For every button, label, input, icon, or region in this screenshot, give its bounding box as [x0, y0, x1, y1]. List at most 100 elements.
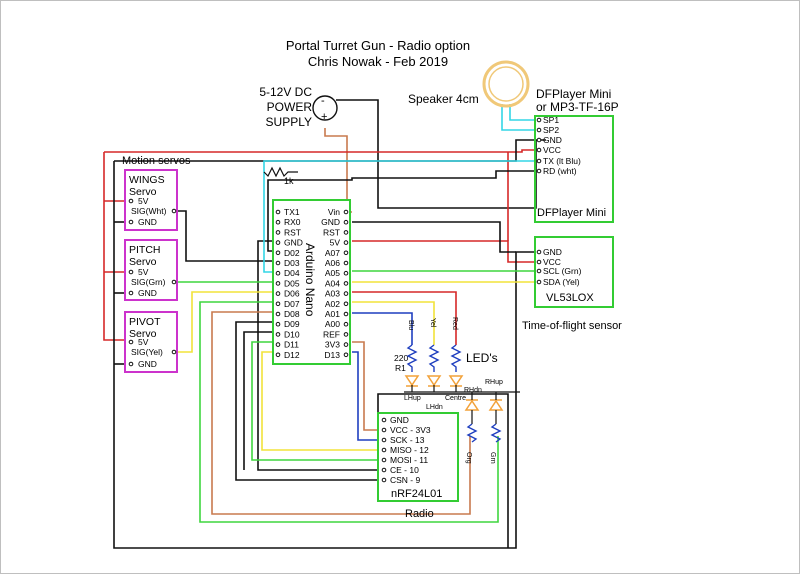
arduino-pin-rx0: RX0	[284, 217, 301, 227]
led-label-centre: Centre	[445, 395, 466, 402]
tof-sensor: GND VCC SCL (Grn) SDA (Yel) VL53LOX Time…	[522, 236, 622, 332]
arduino-pin-gnd-r: GND	[321, 217, 340, 227]
speaker: Speaker 4cm	[408, 60, 530, 108]
arduino-pin-a07-r-dot	[343, 250, 349, 256]
led-lhup-icon	[404, 375, 420, 387]
arduino-pin-d11-dot	[275, 342, 281, 347]
resistor-blue-icon	[406, 344, 418, 372]
radio-pin-1-dot	[381, 427, 387, 433]
wire-radio-mosi	[251, 341, 380, 461]
arduino-pin-d07-dot	[275, 301, 281, 307]
radio-pin-2: SCK - 13	[390, 435, 425, 445]
led-rhup-icon	[488, 399, 504, 411]
arduino-pin-d12-dot	[275, 352, 281, 358]
servo-pitch-pin-sig: SIG(Grn)	[131, 277, 166, 287]
wire-radio-ce	[243, 331, 275, 470]
arduino-pin-d10-dot	[275, 332, 281, 337]
servo-pitch: PITCH Servo 5V SIG(Grn) GND	[124, 239, 178, 301]
radio-pin-4-dot	[381, 457, 387, 463]
wire-led-yellow	[352, 301, 435, 345]
servo-wings-sub: Servo	[129, 186, 157, 198]
arduino-pin-a04-r-dot	[343, 281, 349, 286]
led-title: LED's	[466, 351, 498, 365]
wire-gnd-arduino	[352, 221, 516, 253]
wires	[103, 99, 546, 549]
servo-wings-pin-gnd: GND	[138, 217, 157, 227]
arduino-pin-d04: D04	[284, 268, 300, 278]
led-lhdn-icon	[426, 375, 442, 387]
led-label-rhdn: RHdn	[464, 387, 482, 394]
servo-pitch-pin-5v: 5V	[138, 267, 149, 277]
wire-led-blue	[352, 312, 413, 345]
arduino-pin-vin-r-dot	[343, 209, 349, 215]
arduino-pin-d09-dot	[275, 321, 281, 327]
wire-5v-rail-left	[103, 152, 128, 341]
servo-wings-pin-sig: SIG(Wht)	[131, 206, 167, 216]
power-label-3: SUPPLY	[266, 115, 312, 129]
radio-pin-3: MISO - 12	[390, 445, 429, 455]
radio-pin-6: CSN - 9	[390, 475, 421, 485]
arduino-pin-d06: D06	[284, 289, 300, 299]
arduino-pin-gnd: GND	[284, 238, 303, 248]
wire-power-negative	[336, 99, 546, 209]
wire-radio-vcc	[352, 341, 380, 431]
arduino-pin-d02-dot	[275, 250, 281, 256]
radio-pin-1: VCC - 3V3	[390, 425, 431, 435]
dfplayer-module: DFPlayer Mini or MP3-TF-16P DFPlayer Min…	[534, 87, 619, 223]
led-group: Blu Yel Red LED's 220 R1 LHup LHdn Centr…	[394, 317, 504, 464]
resistor-green-icon	[490, 423, 502, 443]
dfplayer-title: DFPlayer Mini	[537, 207, 606, 219]
servo-pivot-sub: Servo	[129, 328, 157, 340]
power-label-2: POWER	[267, 100, 313, 114]
servo-wings: WINGS Servo 5V SIG(Wht) GND	[124, 169, 178, 231]
wire-wings-signal	[178, 210, 275, 262]
wire-dfplayer-rd	[267, 170, 535, 252]
servo-pivot-pin-sig: SIG(Yel)	[131, 347, 163, 357]
resistor-yellow-icon	[428, 344, 440, 372]
resistor-red-icon	[450, 344, 462, 372]
power-plus: +	[321, 111, 327, 123]
radio-pin-0-dot	[381, 417, 387, 423]
arduino-pin-5v-r: 5V	[330, 238, 341, 248]
arduino-pin-a06-r-dot	[343, 260, 349, 266]
tof-caption: Time-of-flight sensor	[522, 320, 622, 332]
arduino-pin-ref-r-dot	[343, 332, 349, 337]
wire-d07	[199, 301, 499, 523]
arduino-pin-a05-r: A05	[325, 268, 340, 278]
servo-pivot-box	[124, 311, 178, 373]
radio-pin-0: GND	[390, 415, 409, 425]
wire-radio-miso	[261, 351, 380, 451]
wire-dfplayer-tx	[263, 160, 535, 273]
arduino-pin-rst: RST	[284, 227, 301, 237]
radio-pin-2-dot	[381, 437, 387, 443]
power-supply: 5-12V DC POWER SUPPLY - +	[259, 85, 338, 129]
title-line-2: Chris Nowak - Feb 2019	[308, 54, 448, 69]
led-wire-label-grn: Grn	[489, 452, 496, 464]
led-wire-label-red: Red	[451, 317, 458, 330]
arduino-pin-d03: D03	[284, 258, 300, 268]
arduino-pin-rst-r: RST	[323, 227, 340, 237]
arduino-nano: Arduino Nano TX1RX0RSTGNDD02D03D04D05D06…	[272, 199, 351, 365]
arduino-pin-3v3-r-dot	[343, 342, 349, 347]
arduino-pin-vin-r: Vin	[328, 207, 340, 217]
arduino-pin-a05-r-dot	[343, 270, 349, 276]
led-resistor-value: 220	[394, 353, 408, 363]
arduino-pin-d08-dot	[275, 311, 281, 317]
arduino-pin-d09: D09	[284, 319, 300, 329]
dfplayer-box	[534, 115, 614, 223]
dfplayer-caption-1: DFPlayer Mini	[536, 87, 611, 101]
servo-pitch-sub: Servo	[129, 256, 157, 268]
dfplayer-pin-gnd: GND	[543, 135, 562, 145]
tof-pin-sda: SDA (Yel)	[543, 277, 580, 287]
arduino-pin-gnd-r-dot	[343, 219, 349, 225]
led-centre-icon	[448, 375, 464, 387]
radio-box	[377, 412, 459, 502]
arduino-pin-rx0-dot	[275, 219, 281, 225]
servo-wings-name: WINGS	[129, 174, 165, 186]
arduino-pin-a02-r: A02	[325, 299, 340, 309]
speaker-label: Speaker 4cm	[408, 92, 479, 106]
arduino-pin-a00-r: A00	[325, 319, 340, 329]
dfplayer-pin-sp2: SP2	[543, 125, 559, 135]
servos-group-label: Motion servos	[122, 155, 191, 167]
